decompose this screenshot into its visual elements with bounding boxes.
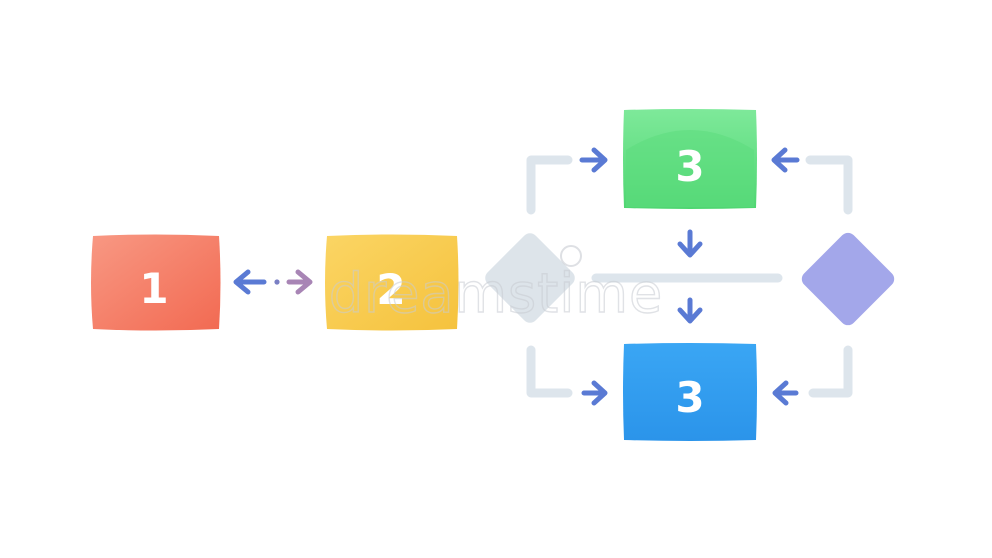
- connector-top-right: [805, 155, 853, 215]
- step-3-top-label: 3: [675, 142, 704, 191]
- connector-bottom-left: [526, 345, 573, 398]
- connector-top-left: [526, 155, 573, 215]
- arrow-down-icon: [677, 297, 703, 324]
- arrow-right-icon: [286, 269, 313, 295]
- step-3-top-box: 3: [623, 109, 757, 209]
- flow-arrows: [579, 147, 800, 406]
- watermark: dreamstime: [328, 245, 663, 326]
- arrow-left-icon: [771, 147, 800, 173]
- arrow-right-icon: [579, 147, 608, 173]
- step-2-box: 2: [325, 234, 459, 331]
- step-2-label: 2: [376, 265, 405, 314]
- step-1-label: 1: [139, 264, 168, 313]
- arrow-left-icon: [772, 380, 799, 406]
- arrow-right-icon: [581, 380, 608, 406]
- watermark-text: dreamstime: [329, 262, 663, 325]
- arrow-left-icon: [233, 269, 267, 295]
- step-1-box: 1: [91, 234, 221, 331]
- arrow-down-icon: [677, 229, 703, 258]
- connector-lines: [526, 155, 853, 398]
- bidirectional-arrow: [233, 269, 313, 295]
- decision-right-diamond: [801, 232, 895, 326]
- step-3-bottom-box: 3: [623, 343, 757, 441]
- step-3-bottom-label: 3: [675, 373, 704, 422]
- arrow-dot-icon: [274, 279, 280, 285]
- decision-left-diamond: [485, 233, 575, 323]
- watermark-logo-icon: [560, 245, 582, 267]
- connector-bottom-right: [808, 345, 853, 398]
